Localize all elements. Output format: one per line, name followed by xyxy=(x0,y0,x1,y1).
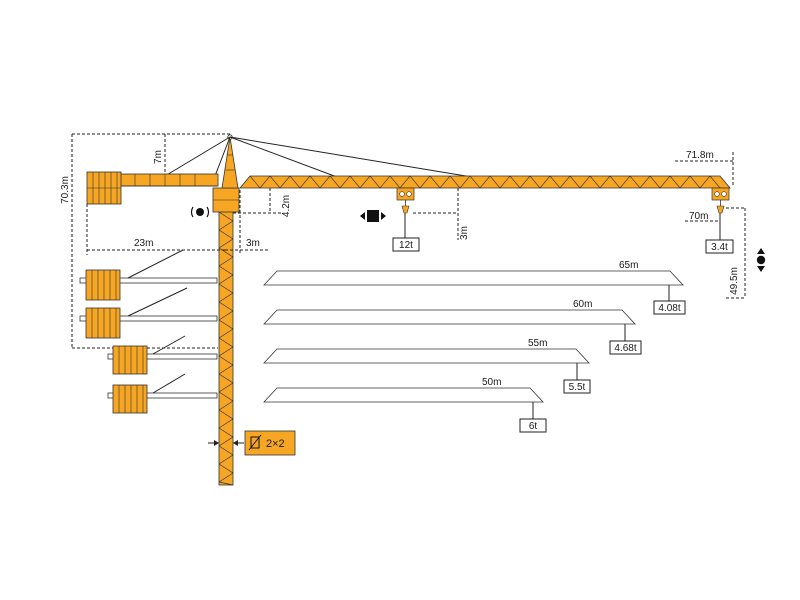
jib-tip-load-65m-label: 4.08t xyxy=(658,303,680,314)
counter-jib-length-label: 23m xyxy=(134,238,153,249)
jib-length-55m-label: 55m xyxy=(528,338,547,349)
hoist-updown-icon xyxy=(756,248,766,272)
counterweight-configurations xyxy=(79,249,218,414)
counter-jib-option-3 xyxy=(107,335,218,375)
counterweight xyxy=(86,171,122,205)
tip-radius-label: 70m xyxy=(689,211,708,222)
jib-option-55m: 55m 5.5t xyxy=(263,338,591,394)
hook-height-label: 49.5m xyxy=(729,267,740,295)
pendant-lines xyxy=(164,136,491,181)
jib-tip-load-55m-label: 5.5t xyxy=(569,382,586,393)
trolley-drop-label: 3m xyxy=(459,226,470,240)
counter-jib-option-2 xyxy=(79,287,218,339)
load-box-tip: 3.4t xyxy=(705,239,734,254)
trolley-hook-tip xyxy=(711,187,730,214)
tip-load-label: 3.4t xyxy=(711,242,728,253)
reeving-label: 2×2 xyxy=(266,438,285,450)
jib-length-65m-label: 65m xyxy=(619,260,638,271)
jib-tip-load-50m-label: 6t xyxy=(529,421,538,432)
tower-apex xyxy=(221,134,239,189)
jib-length-50m-label: 50m xyxy=(482,377,501,388)
reeving-fall-icon xyxy=(248,434,262,451)
jib-option-65m: 65m 4.08t xyxy=(263,260,686,315)
dimension-labels: 70.3m 7m 23m 3m 4.2m 3m 71.8m 70m 49.5m xyxy=(60,150,740,295)
total-height-label: 70.3m xyxy=(60,176,71,204)
counter-jib-option-4 xyxy=(107,373,218,414)
load-box-max: 12t xyxy=(392,237,420,252)
jib-option-60m: 60m 4.68t xyxy=(263,299,642,355)
trolley-hook-max xyxy=(396,187,415,214)
jib-option-50m: 50m 6t xyxy=(263,377,547,433)
jib-length-60m-label: 60m xyxy=(573,299,592,310)
apex-height-label: 7m xyxy=(153,150,164,164)
jib-options: 65m 4.08t 60m 4.68t 55m 5.5t 50m 6t xyxy=(263,260,686,433)
mast-offset-label: 3m xyxy=(246,238,260,249)
max-load-label: 12t xyxy=(399,240,413,251)
reeving-badge: 2×2 xyxy=(208,430,296,456)
trolley-travel-icon xyxy=(360,210,386,222)
counter-jib xyxy=(119,173,219,187)
counter-jib-option-1 xyxy=(79,249,218,301)
jib-tip-load-60m-label: 4.68t xyxy=(614,343,636,354)
max-radius-label: 71.8m xyxy=(686,150,714,161)
slewing-rotation-icon xyxy=(190,206,210,218)
main-jib xyxy=(239,175,731,189)
tower-mast xyxy=(212,187,240,486)
trolley-offset-label: 4.2m xyxy=(281,195,292,217)
